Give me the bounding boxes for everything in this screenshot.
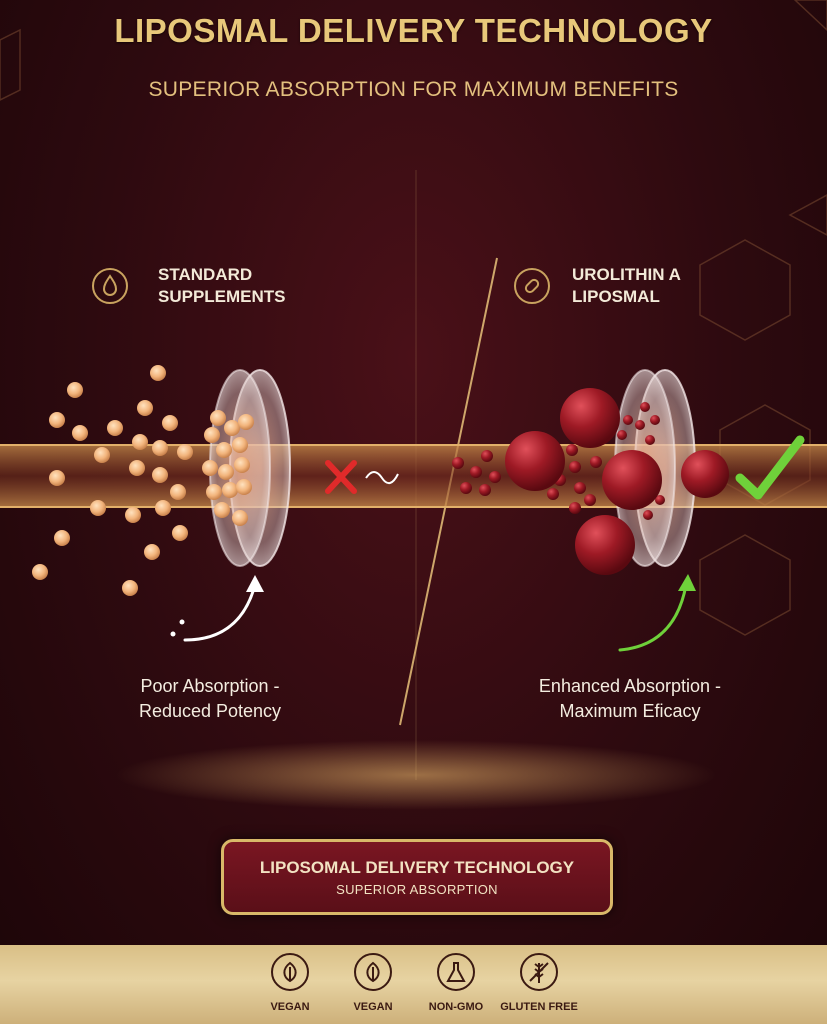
red-x-icon bbox=[325, 460, 357, 494]
badge-title: LIPOSOMAL DELIVERY TECHNOLOGY bbox=[259, 858, 575, 877]
white-arrow-icon bbox=[170, 575, 264, 642]
squiggle-icon bbox=[365, 471, 399, 485]
footer-label: VEGAN bbox=[353, 1001, 393, 1013]
hexagon-pattern bbox=[0, 0, 827, 636]
liposomal-caption: Enhanced Absorption - Maximum Eficacy bbox=[500, 674, 760, 724]
caption-line: Enhanced Absorption - bbox=[538, 676, 722, 696]
wheat-icon bbox=[520, 953, 558, 991]
footer-item-vegan: VEGAN bbox=[328, 953, 418, 1013]
leaf-icon bbox=[271, 953, 309, 991]
page-title: LIPOSMAL DELIVERY TECHNOLOGY bbox=[114, 12, 713, 49]
footer-item-gluten-free: GLUTEN FREE bbox=[494, 953, 584, 1013]
water-drop-icon bbox=[92, 268, 128, 304]
caption-line: Poor Absorption - bbox=[140, 676, 280, 696]
certification-footer: VEGAN VEGAN NON-GMO GLUTEN FREE bbox=[0, 945, 827, 1024]
heading-line: LIPOSMAL bbox=[572, 287, 660, 306]
heading-line: SUPPLEMENTS bbox=[158, 287, 286, 306]
green-check-icon bbox=[735, 435, 805, 500]
standard-membrane bbox=[202, 369, 291, 567]
green-arrow-icon bbox=[618, 574, 696, 652]
technology-badge: LIPOSOMAL DELIVERY TECHNOLOGY SUPERIOR A… bbox=[221, 839, 613, 915]
flask-icon bbox=[437, 953, 475, 991]
capsule-icon bbox=[514, 268, 550, 304]
liposomal-particles-small bbox=[452, 444, 602, 514]
badge-subtitle: SUPERIOR ABSORPTION bbox=[336, 882, 498, 897]
standard-particles bbox=[32, 365, 193, 596]
footer-label: NON-GMO bbox=[428, 1001, 484, 1013]
leaf-icon bbox=[354, 953, 392, 991]
footer-label: VEGAN bbox=[270, 1001, 310, 1013]
footer-item-non-gmo: NON-GMO bbox=[411, 953, 501, 1013]
footer-item-vegan: VEGAN bbox=[245, 953, 335, 1013]
caption-line: Reduced Potency bbox=[138, 701, 282, 721]
standard-caption: Poor Absorption - Reduced Potency bbox=[80, 674, 340, 724]
page-subtitle: SUPERIOR ABSORPTION FOR MAXIMUM BENEFITS bbox=[148, 78, 679, 101]
heading-line: UROLITHIN A bbox=[572, 265, 681, 284]
urolithin-heading: UROLITHIN A LIPOSMAL bbox=[572, 264, 681, 308]
illustration bbox=[0, 0, 827, 810]
liposomal-particles-large bbox=[505, 388, 729, 575]
heading-line: STANDARD bbox=[158, 265, 253, 284]
caption-line: Maximum Eficacy bbox=[559, 701, 701, 721]
footer-label: GLUTEN FREE bbox=[500, 1001, 578, 1013]
standard-supplements-heading: STANDARD SUPPLEMENTS bbox=[158, 264, 286, 308]
